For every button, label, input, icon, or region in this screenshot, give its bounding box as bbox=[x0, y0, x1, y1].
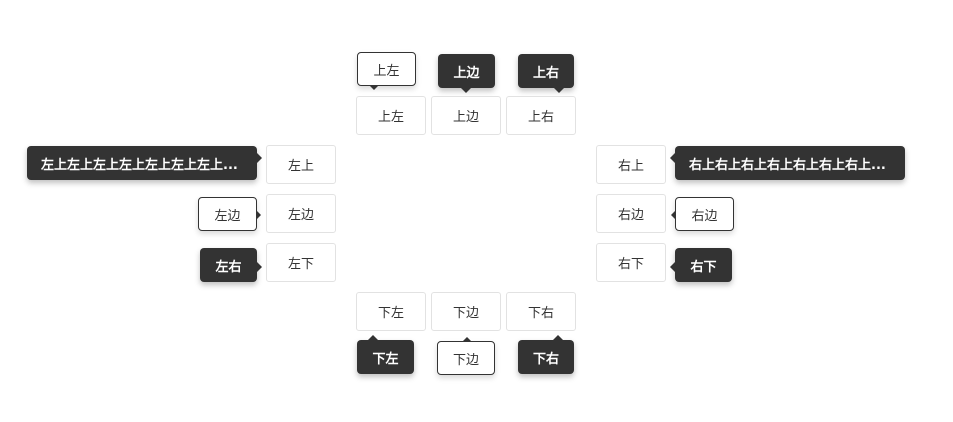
button-top-right[interactable]: 上右 bbox=[506, 96, 576, 135]
button-left-top[interactable]: 左上 bbox=[266, 145, 336, 184]
tooltip-arrow-icon bbox=[368, 335, 378, 340]
button-right-bottom[interactable]: 右下 bbox=[596, 243, 666, 282]
button-top-left[interactable]: 上左 bbox=[356, 96, 426, 135]
tooltip-left-text: 左边 bbox=[214, 208, 241, 224]
tooltip-arrow-icon bbox=[257, 262, 262, 272]
button-right-top[interactable]: 右上 bbox=[596, 145, 666, 184]
button-bottom-left[interactable]: 下左 bbox=[356, 292, 426, 331]
tooltip-arrow-icon bbox=[462, 337, 472, 342]
button-bottom[interactable]: 下边 bbox=[431, 292, 501, 331]
button-bottom-right[interactable]: 下右 bbox=[506, 292, 576, 331]
tooltip-bottom: 下边 bbox=[437, 337, 495, 375]
button-top[interactable]: 上边 bbox=[431, 96, 501, 135]
tooltip-right-bottom: 右下 bbox=[670, 248, 732, 282]
tooltip-bottom-left: 下左 bbox=[357, 335, 414, 374]
tooltip-right-bottom-text: 右下 bbox=[690, 259, 717, 275]
tooltip-arrow-icon bbox=[671, 210, 676, 220]
button-right[interactable]: 右边 bbox=[596, 194, 666, 233]
tooltip-top-right: 上右 bbox=[518, 54, 574, 93]
tooltip-arrow-icon bbox=[554, 88, 564, 93]
button-left[interactable]: 左边 bbox=[266, 194, 336, 233]
tooltip-left-bottom-text: 左右 bbox=[215, 259, 242, 275]
tooltip-right-top: 右上右上右上右上右上右上右上... bbox=[670, 146, 905, 180]
tooltip-left-top: 左上左上左上左上左上左上左上... bbox=[27, 146, 262, 180]
tooltip-arrow-icon bbox=[670, 262, 675, 272]
tooltip-right: 右边 bbox=[671, 197, 734, 231]
tooltip-bottom-right-text: 下右 bbox=[532, 351, 559, 367]
tooltip-top-left: 上左 bbox=[357, 52, 416, 90]
tooltip-right-text: 右边 bbox=[691, 208, 718, 224]
button-left-bottom[interactable]: 左下 bbox=[266, 243, 336, 282]
tooltip-top: 上边 bbox=[438, 54, 495, 93]
tooltip-left: 左边 bbox=[198, 197, 261, 231]
tooltip-bottom-right: 下右 bbox=[518, 335, 574, 374]
tooltip-arrow-icon bbox=[256, 210, 261, 220]
tooltip-arrow-icon bbox=[257, 153, 262, 163]
tooltip-bottom-text: 下边 bbox=[452, 352, 479, 368]
tooltip-bottom-left-text: 下左 bbox=[372, 351, 399, 367]
tooltip-arrow-icon bbox=[369, 85, 379, 90]
tooltip-left-bottom: 左右 bbox=[200, 248, 262, 282]
tooltip-arrow-icon bbox=[670, 153, 675, 163]
tooltip-right-top-text: 右上右上右上右上右上右上右上... bbox=[689, 157, 886, 173]
tooltip-top-left-text: 上左 bbox=[373, 63, 400, 79]
tooltip-arrow-icon bbox=[553, 335, 563, 340]
tooltip-arrow-icon bbox=[461, 88, 471, 93]
tooltip-left-top-text: 左上左上左上左上左上左上左上... bbox=[41, 157, 238, 173]
tooltip-top-right-text: 上右 bbox=[532, 65, 559, 81]
tooltip-top-text: 上边 bbox=[453, 65, 480, 81]
